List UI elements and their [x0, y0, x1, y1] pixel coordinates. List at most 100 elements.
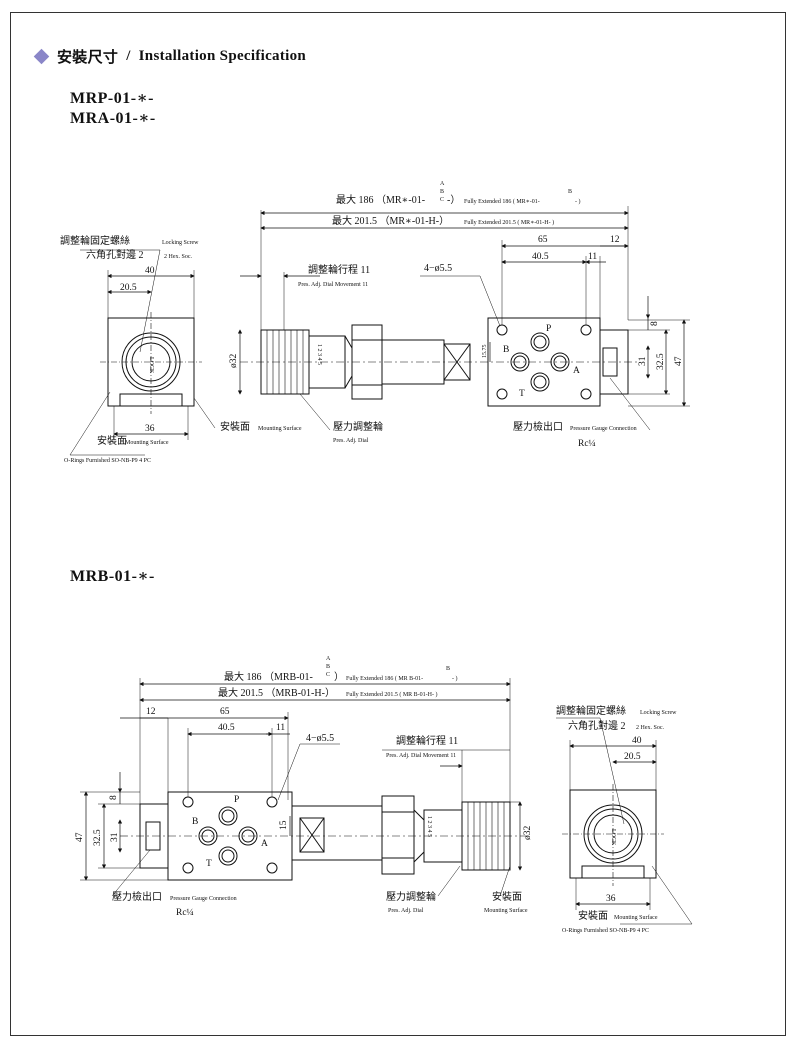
bottom-fully186-end: - ): [452, 675, 458, 682]
bottom-lock-cn: 調整輪固定螺絲: [556, 704, 626, 717]
top-d40: 40: [145, 266, 155, 276]
bottom-abc-b: B: [326, 664, 330, 670]
model-mra: MRA-01-∗-: [70, 110, 156, 127]
top-d11: 11: [588, 252, 597, 262]
bottom-d31: 31: [110, 832, 120, 842]
top-fully186: Fully Extended 186 ( MR∗-01-: [464, 198, 540, 205]
bottom-d36: 36: [606, 894, 616, 904]
top-lock-word: LOCK: [148, 357, 154, 374]
top-d36: 36: [145, 424, 155, 434]
bottom-d20-5: 20.5: [624, 752, 641, 762]
header-title-en: Installation Specification: [138, 48, 307, 64]
bottom-lock-word: LOCK: [610, 829, 616, 846]
bottom-d11: 11: [276, 723, 285, 733]
top-port-b: B: [503, 345, 509, 355]
bottom-fully2015: Fully Extended 201.5 ( MR B-01-H- ): [346, 691, 438, 698]
bottom-d15: 15: [279, 820, 289, 830]
top-d31: 31: [638, 356, 648, 366]
top-port-t: T: [519, 389, 525, 399]
top-max186: 最大 186 （MR∗-01-: [336, 193, 425, 206]
bottom-mount-cn: 安裝面: [492, 890, 522, 903]
bottom-port-t: T: [206, 859, 212, 869]
bottom-oring: O-Rings Furnished SO-NB-P9 4 PC: [562, 928, 649, 934]
top-abc-c: C: [440, 197, 444, 203]
bottom-max186: 最大 186 （MRB-01-: [224, 670, 313, 683]
bottom-d32: ø32: [523, 826, 533, 841]
bottom-fully186: Fully Extended 186 ( MR B-01-: [346, 675, 423, 682]
top-lock-cn: 調整輪固定螺絲: [60, 234, 130, 247]
bottom-d40-5: 40.5: [218, 723, 235, 733]
top-paren-close: -）: [447, 194, 460, 206]
top-d20-5: 20.5: [120, 283, 137, 293]
bottom-d40: 40: [632, 736, 642, 746]
top-d8: 8: [650, 321, 660, 326]
top-dial-en: Pres. Adj. Dial: [333, 438, 369, 444]
bottom-lock-en: Locking Screw: [640, 710, 677, 716]
top-fully-abc-b: B: [568, 189, 572, 195]
bottom-dial-en: Pres. Adj. Dial: [388, 908, 424, 914]
model-mrp: MRP-01-∗-: [70, 90, 154, 107]
bottom-mount-en: Mounting Surface: [484, 907, 528, 914]
top-abc-a: A: [440, 181, 445, 187]
top-oring: O-Rings Furnished SO-NB-P9 4 PC: [64, 458, 151, 464]
bottom-dial-cn: 壓力調整輪: [386, 890, 436, 903]
bottom-d47: 47: [75, 832, 85, 842]
bottom-oring-cn: 安裝面: [578, 909, 608, 922]
top-d15-75: 15.75: [482, 345, 488, 359]
top-d40-5: 40.5: [532, 252, 549, 262]
header-title-cn: 安裝尺寸: [57, 50, 119, 66]
top-dial-move-cn: 調整輪行程 11: [308, 263, 370, 276]
top-hex-cn: 六角孔對邊 2: [86, 248, 144, 261]
bottom-gauge-en: Pressure Gauge Connection: [170, 896, 237, 902]
top-dial-move-en: Pres. Adj. Dial Movement 11: [298, 282, 368, 288]
bottom-port-p: P: [234, 795, 239, 805]
bottom-d32-5: 32.5: [93, 829, 103, 846]
bottom-max2015: 最大 201.5 （MRB-01-H-）: [218, 686, 335, 699]
bottom-hex-en: 2 Hex. Soc.: [636, 725, 664, 731]
top-fully2015: Fully Extended 201.5 ( MR∗-01-H- ): [464, 219, 554, 226]
bottom-d8: 8: [109, 795, 119, 800]
bottom-d12: 12: [146, 707, 156, 717]
bottom-gauge-cn: 壓力檢出口: [112, 890, 162, 903]
top-fully186-end: - ): [575, 198, 581, 205]
section-header: 安裝尺寸 / Installation Specification: [33, 46, 307, 67]
bottom-fully-abc-b: B: [446, 666, 450, 672]
top-port-p: P: [546, 324, 551, 334]
bottom-oring-cn-en: Mounting Surface: [614, 914, 658, 921]
top-gauge-cn: 壓力檢出口: [513, 420, 563, 433]
bottom-dial-move-cn: 調整輪行程 11: [396, 734, 458, 747]
top-rc: Rc¼: [578, 439, 596, 449]
bottom-port-a: A: [261, 839, 268, 849]
bottom-holes: 4−ø5.5: [306, 733, 334, 744]
page-frame: [10, 12, 786, 1036]
bottom-port-b: B: [192, 817, 198, 827]
header-title-sep: /: [126, 48, 131, 64]
bottom-abc-a: A: [326, 656, 331, 662]
top-mount-cn: 安裝面: [220, 420, 250, 433]
bottom-rc: Rc¼: [176, 908, 194, 918]
top-oring-cn-en: Mounting Surface: [125, 439, 169, 446]
top-gauge-en: Pressure Gauge Connection: [570, 426, 637, 432]
top-port-a: A: [573, 366, 580, 376]
top-scale: 1 2 3 4 5: [316, 344, 322, 365]
top-d47: 47: [674, 356, 684, 366]
bottom-scale: 1 2 3 4 5: [426, 816, 432, 837]
bottom-paren-close: ）: [334, 671, 344, 683]
bottom-dial-move-en: Pres. Adj. Dial Movement 11: [386, 753, 456, 759]
bottom-d65: 65: [220, 707, 230, 717]
top-mount-en: Mounting Surface: [258, 425, 302, 432]
top-d32-5: 32.5: [656, 353, 666, 370]
top-holes: 4−ø5.5: [424, 263, 452, 274]
top-d65: 65: [538, 235, 548, 245]
top-d32: ø32: [229, 354, 239, 369]
top-dial-cn: 壓力調整輪: [333, 420, 383, 433]
top-oring-cn: 安裝面: [97, 434, 127, 447]
top-lock-en: Locking Screw: [162, 240, 199, 246]
top-abc-b: B: [440, 189, 444, 195]
model-mrb: MRB-01-∗-: [70, 568, 155, 585]
bottom-hex-cn: 六角孔對邊 2: [568, 719, 626, 732]
top-hex-en: 2 Hex. Soc.: [164, 254, 192, 260]
top-d12: 12: [610, 235, 620, 245]
